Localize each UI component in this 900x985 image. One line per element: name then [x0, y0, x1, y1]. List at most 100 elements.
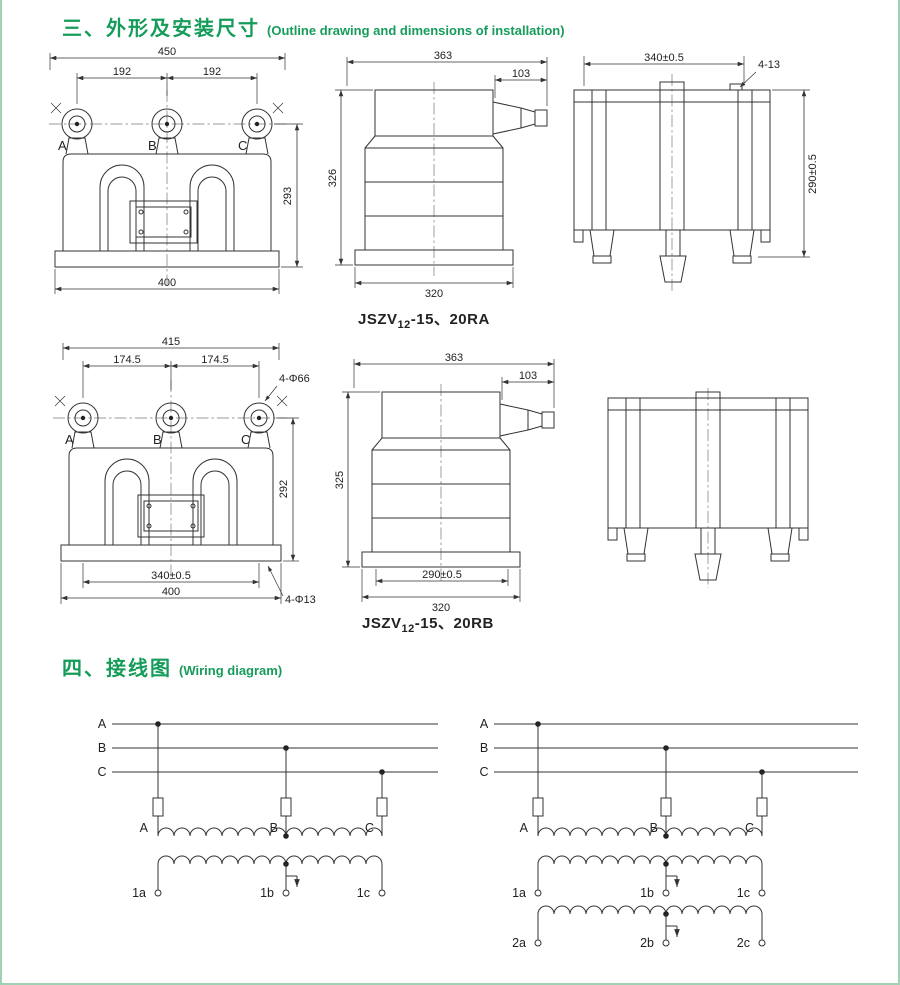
wl-phase-lines: [112, 723, 438, 773]
wr-phase-a-label: A: [480, 717, 489, 731]
label-4-phi66: 4-Φ66: [264, 373, 310, 402]
outline-heading-en: (Outline drawing and dimensions of insta…: [267, 23, 565, 38]
dim-415: 415: [62, 336, 280, 360]
wr-term-1b-label: 1b: [640, 886, 654, 900]
wl-winding-c-label: C: [365, 821, 374, 835]
wiring-heading-cn: 四、接线图: [62, 658, 172, 680]
weld-marks: [50, 102, 284, 114]
dim-290-rb: 290±0.5: [375, 569, 509, 586]
wr-term-2a-label: 2a: [512, 936, 526, 950]
dim-174.5x2: 174.5 174.5: [82, 354, 260, 398]
ra-front-phase-c-label: C: [238, 138, 247, 153]
label-4-phi13: 4-Φ13: [267, 565, 316, 606]
wl-winding-a-label: A: [140, 821, 149, 835]
wl-phase-a-label: A: [98, 717, 107, 731]
wl-phase-b-label: B: [98, 741, 106, 755]
dim-415-text: 415: [162, 336, 180, 348]
bushing-a-rb: [67, 402, 99, 434]
ra-front-phase-a-label: A: [58, 138, 67, 153]
dim-4-phi13-text: 4-Φ13: [285, 594, 316, 606]
wr-term-2b-label: 2b: [640, 936, 654, 950]
bushing-b: [151, 108, 183, 140]
dim-326: 326: [327, 89, 373, 266]
wr-ground-symbol-1: [666, 875, 680, 887]
junction-box: [129, 200, 198, 244]
wl-term-1c-label: 1c: [357, 886, 370, 900]
dim-400-rb-text: 400: [162, 586, 180, 598]
dim-293-text: 293: [282, 187, 294, 205]
wr-phase-c-label: C: [479, 765, 488, 779]
wr-term-1a-label: 1a: [512, 886, 526, 900]
ra-rear-body: [573, 81, 771, 231]
outline-heading-cn: 三、外形及安装尺寸: [62, 18, 260, 40]
wl-secondary-winding: [157, 855, 383, 865]
rb-front-phase-a-label: A: [65, 432, 74, 447]
ra-rear-drawing: 340±0.5 4-13 290±0.5: [573, 52, 819, 294]
wr-phase-lines: [494, 723, 858, 773]
dim-103-text: 103: [512, 68, 530, 80]
wr-secondary1-leads: [534, 864, 766, 897]
model-rb-rest: -15、20RB: [414, 615, 494, 632]
outline-section-heading: 三、外形及安装尺寸 (Outline drawing and dimension…: [62, 12, 565, 41]
rb-side-body: [361, 391, 555, 568]
ra-rear-feet: [573, 229, 771, 283]
dim-4-13-text: 4-13: [758, 59, 780, 71]
wr-term-2c-label: 2c: [737, 936, 750, 950]
dim-103-ra: 103: [494, 68, 547, 98]
dim-320-rb: 320: [361, 569, 521, 614]
wl-secondary-leads: [154, 864, 386, 897]
weld-marks-rb: [54, 395, 288, 407]
dim-192-right-text: 192: [203, 66, 221, 78]
rb-front-phase-b-label: B: [153, 432, 162, 447]
dim-192-left-text: 192: [113, 66, 131, 78]
wiring-section-heading: 四、接线图 (Wiring diagram): [62, 652, 282, 681]
rb-rear-feet: [607, 527, 809, 581]
wr-winding-c-label: C: [745, 821, 754, 835]
dim-450: 450: [49, 46, 286, 70]
rb-front-body: [68, 431, 274, 545]
wr-ground-symbol-2: [666, 925, 680, 937]
dim-363-text: 363: [434, 50, 452, 62]
model-rb-sub: 12: [401, 623, 415, 635]
model-label-rb: JSZV12-15、20RB: [362, 612, 494, 635]
rb-rear-drawing: [607, 388, 809, 588]
dim-292-text: 292: [278, 480, 290, 498]
wiring-diagram-right: A B C A B C 1a 1b 1c 2a 2b 2c: [479, 717, 858, 950]
dim-103-rb-text: 103: [519, 370, 537, 382]
ra-side-drawing: 363 103 326 320: [327, 50, 548, 300]
bushing-a: [61, 108, 93, 140]
dim-340-ra: 340±0.5: [583, 52, 745, 86]
wr-winding-a-label: A: [520, 821, 529, 835]
wl-taps: [155, 721, 385, 798]
model-rb-prefix: JSZV: [362, 615, 402, 632]
junction-box-rb: [137, 494, 205, 538]
dim-363-ra: 363: [346, 50, 548, 106]
dim-400-text: 400: [158, 277, 176, 289]
dim-340-text: 340±0.5: [644, 52, 684, 64]
wl-term-1a-label: 1a: [132, 886, 146, 900]
wr-taps: [535, 721, 765, 798]
dim-174-left-text: 174.5: [113, 354, 141, 366]
rb-front-drawing: 415 174.5 174.5 4-Φ66 A B C: [53, 336, 316, 606]
base-plate: [54, 250, 280, 268]
ra-front-centerlines: [49, 90, 287, 286]
dim-363-rb: 363: [353, 352, 555, 408]
ra-front-phase-b-label: B: [148, 138, 157, 153]
wr-primary-tap-dot: [663, 833, 669, 839]
bushing-b-rb: [155, 402, 187, 434]
wl-fuses: [152, 797, 388, 836]
wl-primary-winding: [157, 827, 383, 837]
dim-400-rb: 400: [60, 563, 282, 604]
wiring-heading-en: (Wiring diagram): [179, 663, 283, 678]
dim-290-rb-text: 290±0.5: [422, 569, 462, 581]
wr-winding-b-label: B: [650, 821, 658, 835]
dim-290-ra: 290±0.5: [758, 89, 819, 258]
model-ra-sub: 12: [397, 319, 411, 331]
model-label-ra: JSZV12-15、20RA: [358, 308, 490, 331]
dim-320-rb-text: 320: [432, 602, 450, 614]
dim-363-rb-text: 363: [445, 352, 463, 364]
dim-320-ra: 320: [354, 267, 514, 300]
dim-326-text: 326: [327, 169, 339, 187]
bushing-c: [241, 108, 273, 140]
dim-340-rb: 340±0.5: [82, 563, 260, 588]
